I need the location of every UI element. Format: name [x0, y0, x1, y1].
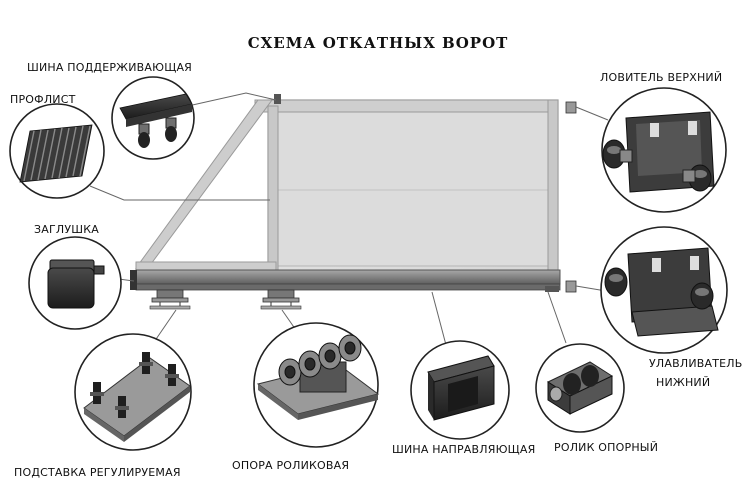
frame-guide-rail — [135, 269, 561, 285]
carriage-left — [149, 289, 191, 310]
label-guide-rail: ШИНА НАПРАВЛЯЮЩАЯ — [392, 443, 536, 456]
label-profile-sheet: ПРОФЛИСТ — [10, 93, 76, 106]
frame-right-post — [547, 99, 559, 273]
detail-profile-sheet — [9, 103, 105, 199]
label-support-rail: ШИНА ПОДДЕРЖИВАЮЩАЯ — [27, 61, 193, 74]
detail-roller-support — [253, 322, 380, 448]
detail-guide-rail — [410, 340, 510, 440]
detail-adjustable-base — [74, 333, 192, 451]
upper-catcher-small — [565, 101, 577, 114]
label-support-roller: РОЛИК ОПОРНЫЙ — [554, 441, 659, 454]
frame-top-bar — [254, 99, 559, 113]
label-lower-catcher-2: НИЖНИЙ — [656, 376, 711, 389]
detail-support-roller — [535, 343, 625, 433]
gate-panel-inner — [275, 111, 551, 267]
detail-lower-catcher — [600, 226, 728, 354]
label-end-cap: ЗАГЛУШКА — [34, 223, 99, 236]
frame-post — [267, 105, 279, 273]
label-upper-catcher: ЛОВИТЕЛЬ ВЕРХНИЙ — [600, 71, 723, 84]
detail-support-rail — [111, 76, 195, 160]
detail-upper-catcher — [601, 87, 727, 213]
rail-end-cap — [130, 270, 137, 290]
lower-catcher-small — [565, 280, 577, 293]
carriage-right — [260, 289, 302, 310]
label-adjustable-base: ПОДСТАВКА РЕГУЛИРУЕМАЯ — [14, 466, 181, 479]
top-roller-knob — [274, 94, 281, 104]
label-roller-support: ОПОРА РОЛИКОВАЯ — [232, 459, 350, 472]
gate-frame — [130, 94, 577, 310]
diagram-title: СХЕМА ОТКАТНЫХ ВОРОТ — [247, 34, 509, 52]
detail-end-cap — [28, 236, 122, 330]
frame-guide-rail-lip — [135, 283, 561, 291]
label-lower-catcher-1: УЛАВЛИВАТЕЛЬ — [649, 357, 743, 370]
rail-end-roller — [545, 286, 559, 292]
